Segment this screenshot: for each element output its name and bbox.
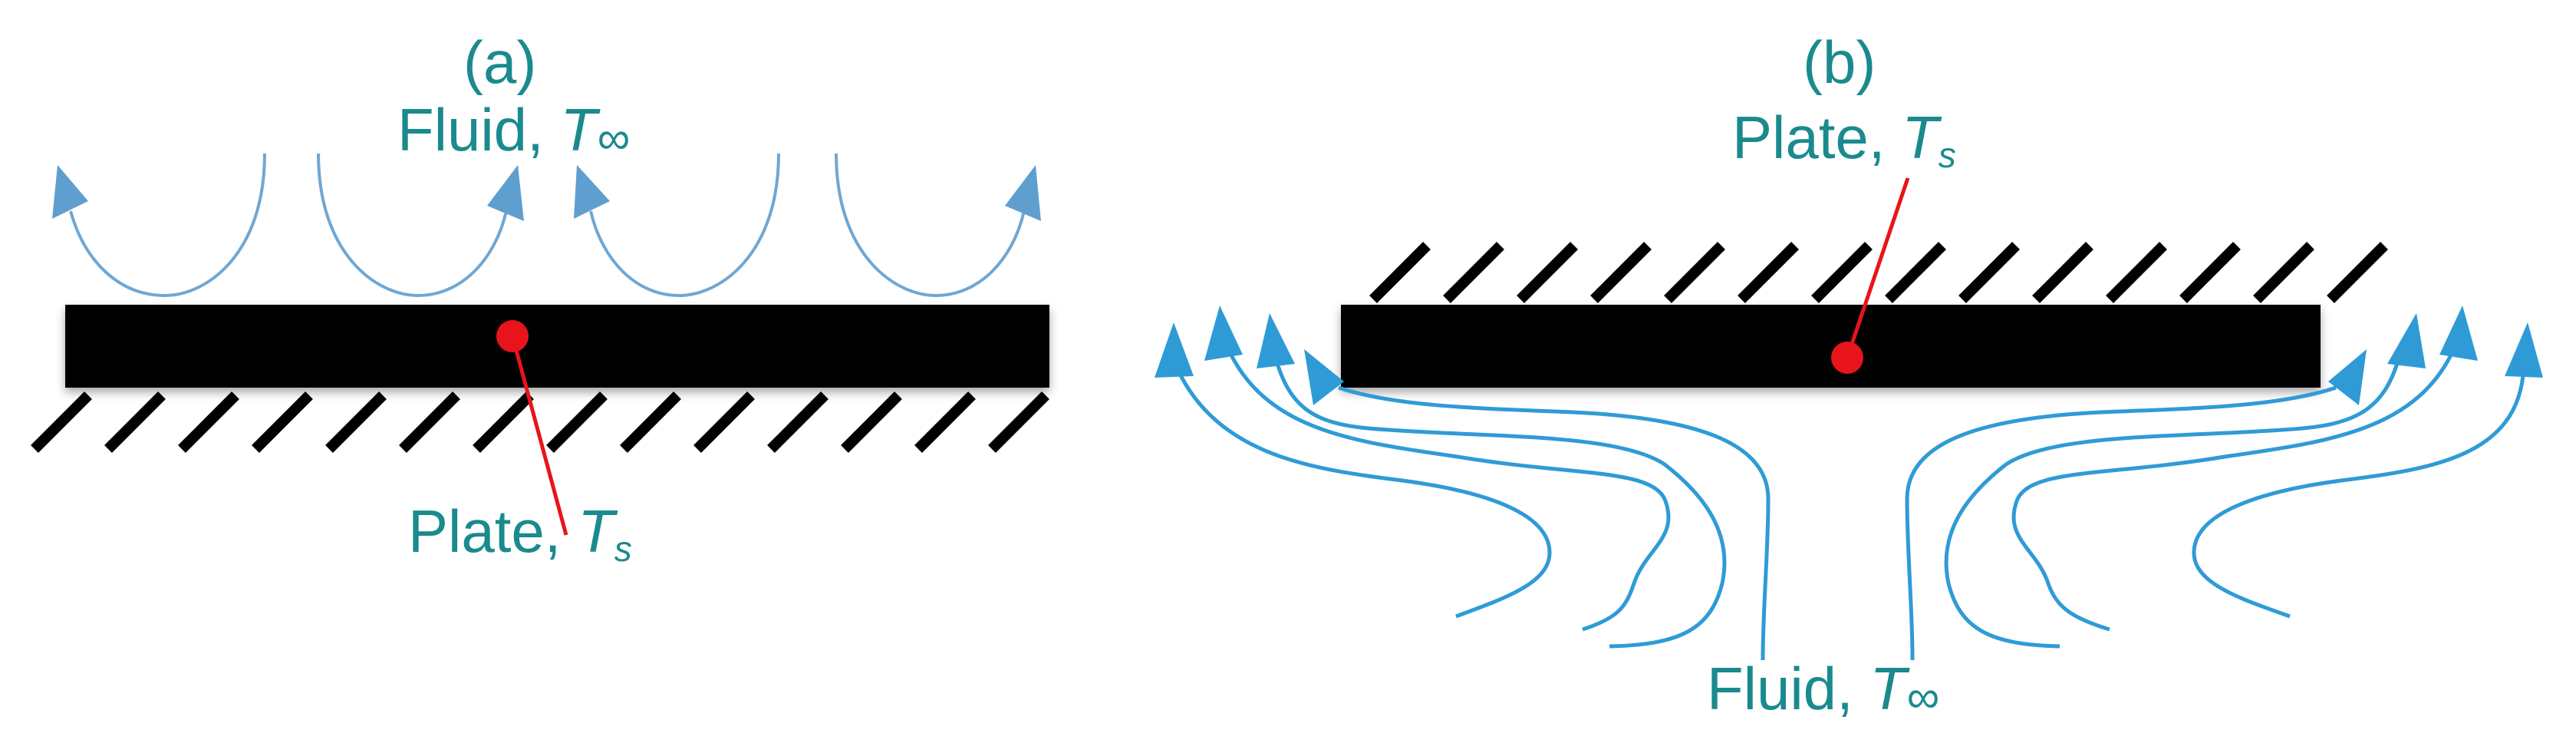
panel-b-flow-lines-left <box>1171 337 1771 661</box>
panel-a-label-text: (a) <box>463 28 537 96</box>
panel-a-hatch-mark-5 <box>325 391 387 453</box>
panel-b-arrow-head-right-4 <box>2505 322 2543 378</box>
panel-a-plate-text: Plate, <box>408 497 578 565</box>
panel-b-arrow-head-left-2 <box>1204 305 1243 361</box>
panel-a-arrow-head-2 <box>487 165 524 221</box>
panel-a-hatch-mark-14 <box>988 391 1049 453</box>
panel-b-fluid-label: Fluid, T∞ <box>1707 659 1939 720</box>
panel-b-hatch-mark-5 <box>1664 242 1725 303</box>
panel-b-hatch-mark-6 <box>1738 242 1799 303</box>
panel-a-plate-symbol: T <box>578 497 614 565</box>
panel-a-flow-loop-4 <box>835 153 1026 298</box>
panel-b-hatch-mark-4 <box>1590 242 1652 303</box>
panel-b-fluid-symbol: T <box>1869 655 1907 722</box>
panel-a-fluid-subscript: ∞ <box>597 112 630 163</box>
panel-a-flow-loop-3 <box>589 153 780 298</box>
panel-b-flow-right-2 <box>1944 348 2403 649</box>
panel-b-plate-label: Plate, Ts <box>1732 107 1956 173</box>
panel-a-hatch-mark-10 <box>693 391 755 453</box>
panel-a-flow-loop-1 <box>69 153 266 298</box>
panel-a-hatch-mark-9 <box>620 391 681 453</box>
panel-a-plate-label: Plate, Ts <box>408 501 632 566</box>
panel-b-hatch-mark-9 <box>1958 242 2020 303</box>
panel-b-hatch-mark-11 <box>2106 242 2167 303</box>
panel-b-arrow-head-left-4 <box>1304 349 1344 405</box>
panel-b-arrow-head-left-1 <box>1155 322 1194 378</box>
panel-a-plate <box>65 305 1049 388</box>
panel-a-arrow-head-1 <box>52 165 88 219</box>
panel-b-hatch-mark-7 <box>1811 242 1873 303</box>
panel-b-hatch-mark-12 <box>2179 242 2241 303</box>
panel-b-flow-right-3 <box>2011 337 2461 632</box>
panel-a-hatch-mark-6 <box>399 391 460 453</box>
panel-b-arrow-head-right-3 <box>2439 305 2478 361</box>
panel-b-hatch-mark-13 <box>2253 242 2314 303</box>
panel-b-arrow-head-right-1 <box>2328 349 2367 405</box>
panel-a-fluid-label: Fluid, T∞ <box>397 100 630 163</box>
panel-a-hatch-mark-13 <box>914 391 976 453</box>
panel-a-fluid-symbol: T <box>560 96 598 163</box>
panel-a-hatch-mark-11 <box>767 391 828 453</box>
panel-b-label: (b) <box>1803 32 1876 92</box>
panel-b-flow-left-1 <box>1171 360 1552 619</box>
panel-a <box>31 153 1049 536</box>
panel-b-arrow-head-right-2 <box>2387 313 2426 368</box>
panel-b-hatch-mark-3 <box>1517 242 1578 303</box>
panel-a-arrow-heads <box>52 165 1041 221</box>
panel-b-flow-left-4 <box>1338 385 1771 661</box>
panel-a-leader-line <box>510 335 568 536</box>
panel-a-plate-marker <box>496 320 529 352</box>
panel-b-flow-right-4 <box>2192 360 2526 619</box>
panel-b-fluid-text: Fluid, <box>1707 655 1870 722</box>
panel-b-arrow-heads-right <box>2328 305 2543 405</box>
panel-a-fluid-text: Fluid, <box>397 96 561 163</box>
panel-a-hatch-mark-2 <box>104 391 166 453</box>
panel-a-hatching <box>31 391 1049 453</box>
panel-b-hatch-mark-1 <box>1369 242 1431 303</box>
panel-b-plate-text: Plate, <box>1732 104 1902 171</box>
panel-b-leader-line <box>1845 177 1910 358</box>
panel-a-hatch-mark-7 <box>473 391 534 453</box>
panel-b-flow-left-3 <box>1271 348 1727 649</box>
panel-b-plate <box>1341 305 2321 388</box>
panel-b-arrow-head-left-3 <box>1257 313 1295 368</box>
panel-b-label-text: (b) <box>1803 28 1876 96</box>
panel-b-hatch-mark-14 <box>2327 242 2388 303</box>
panel-a-plate-subscript: s <box>614 529 632 569</box>
panel-a-hatch-mark-4 <box>252 391 313 453</box>
panel-a-hatch-mark-1 <box>31 391 92 453</box>
panel-b-flow-right-1 <box>1905 385 2337 661</box>
panel-b-flow-lines-right <box>1905 337 2526 661</box>
panel-b-fluid-subscript: ∞ <box>1906 671 1939 722</box>
panel-b-hatching <box>1369 242 2388 303</box>
panel-a-hatch-mark-12 <box>841 391 902 453</box>
panel-a-label: (a) <box>463 32 536 92</box>
panel-b <box>1155 177 2543 661</box>
panel-b-arrow-heads-left <box>1155 305 1344 405</box>
panel-b-hatch-mark-10 <box>2032 242 2093 303</box>
panel-b-plate-subscript: s <box>1938 135 1956 175</box>
panel-b-hatch-mark-8 <box>1885 242 1946 303</box>
panel-a-arrow-head-4 <box>1005 165 1041 221</box>
panel-b-plate-marker <box>1831 342 1863 374</box>
panel-b-hatch-mark-2 <box>1443 242 1504 303</box>
panel-a-hatch-mark-3 <box>178 391 239 453</box>
panel-b-flow-left-2 <box>1221 337 1671 632</box>
panel-a-flow-loop-2 <box>317 153 508 298</box>
panel-a-arrow-head-3 <box>574 165 610 219</box>
panel-a-flow-arrows <box>69 153 1026 298</box>
panel-b-plate-symbol: T <box>1902 104 1939 171</box>
panel-a-hatch-mark-8 <box>546 391 608 453</box>
